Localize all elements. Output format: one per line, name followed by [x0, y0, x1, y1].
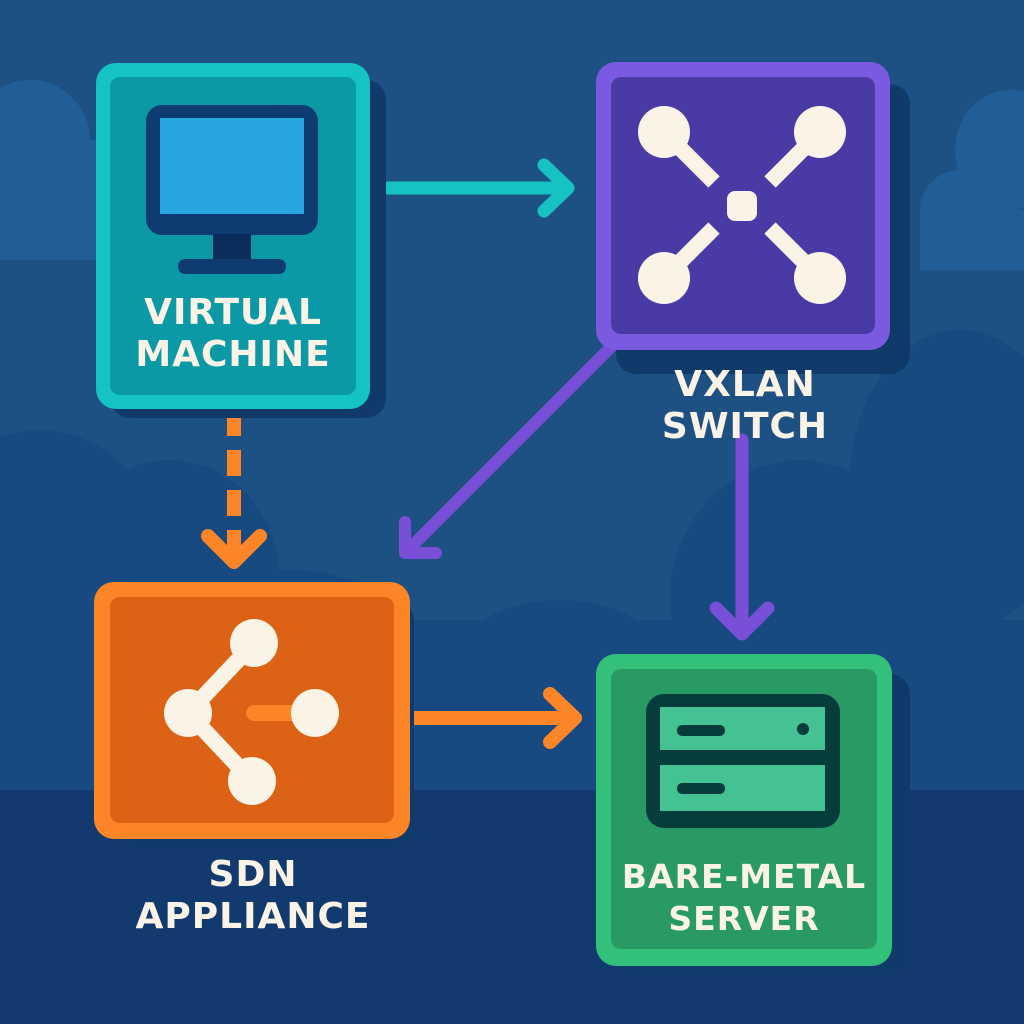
label-vxlan-switch: VXLAN SWITCH	[600, 364, 890, 448]
background-clouds-top	[0, 80, 1024, 270]
label-line: MACHINE	[135, 334, 331, 375]
node-bare-metal-server[interactable]	[596, 654, 910, 974]
label-virtual-machine: VIRTUAL MACHINE	[110, 292, 356, 376]
label-line: VXLAN	[674, 364, 816, 405]
edge-sdn-to-bms	[403, 687, 582, 749]
edge-vxlan-to-sdn	[399, 340, 618, 559]
label-line: VIRTUAL	[144, 292, 322, 333]
node-vxlan-switch[interactable]	[596, 62, 910, 374]
label-line: APPLIANCE	[135, 896, 371, 937]
network-hub-icon	[638, 106, 846, 304]
node-virtual-machine[interactable]	[96, 63, 386, 418]
label-line: SWITCH	[661, 406, 829, 447]
label-line: BARE-METAL	[621, 857, 867, 896]
node-sdn-appliance[interactable]	[94, 582, 414, 848]
label-line: SDN	[208, 854, 298, 895]
share-nodes-icon	[164, 619, 339, 805]
edge-vm-to-sdn	[201, 410, 267, 569]
edge-vxlan-to-bms	[709, 433, 775, 641]
label-line: SERVER	[668, 899, 820, 938]
server-rack-icon	[646, 694, 840, 828]
edges-layer	[201, 158, 775, 749]
label-sdn-appliance: SDN APPLIANCE	[100, 854, 406, 938]
monitor-icon	[146, 105, 318, 274]
edge-vm-to-vxlan	[361, 158, 575, 218]
label-bare-metal-server: BARE-METAL SERVER	[611, 856, 877, 940]
